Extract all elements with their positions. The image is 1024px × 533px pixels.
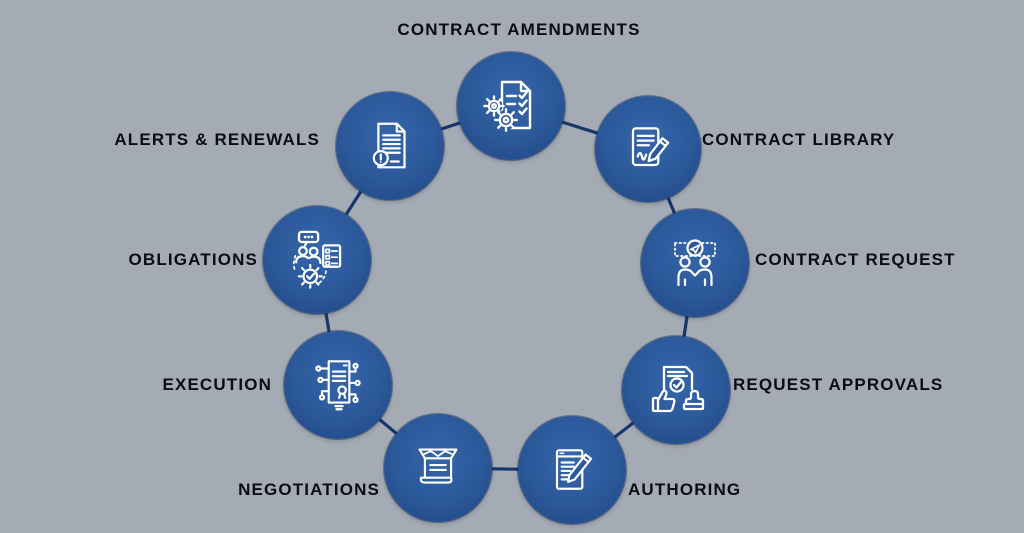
node-contract-request bbox=[641, 209, 749, 317]
signed-contract-pencil-icon bbox=[618, 119, 678, 179]
node-label-obligations: OBLIGATIONS bbox=[128, 250, 258, 269]
node-label-contract-library: CONTRACT LIBRARY bbox=[702, 130, 896, 149]
document-alert-icon bbox=[359, 115, 421, 177]
node-authoring bbox=[518, 416, 626, 524]
handshake-request-send-icon bbox=[663, 231, 727, 295]
document-editing-pencil-icon bbox=[542, 440, 602, 500]
node-label-alerts-renewals: ALERTS & RENEWALS bbox=[114, 130, 320, 149]
team-checklist-gear-icon bbox=[281, 224, 353, 296]
node-request-approvals bbox=[622, 336, 730, 444]
node-contract-amendments bbox=[457, 52, 565, 160]
node-alerts-renewals bbox=[336, 92, 444, 200]
node-label-request-approvals: REQUEST APPROVALS bbox=[733, 375, 944, 394]
approval-stamp-thumbsup-icon bbox=[644, 358, 708, 422]
node-label-contract-request: CONTRACT REQUEST bbox=[755, 250, 956, 269]
node-obligations bbox=[263, 206, 371, 314]
handshake-scroll-icon bbox=[407, 437, 469, 499]
document-gears-checklist-icon bbox=[479, 74, 543, 138]
node-contract-library bbox=[595, 96, 701, 202]
digital-certificate-icon bbox=[305, 352, 371, 418]
node-label-negotiations: NEGOTIATIONS bbox=[238, 480, 380, 499]
node-label-authoring: AUTHORING bbox=[628, 480, 742, 499]
node-execution bbox=[284, 331, 392, 439]
node-label-execution: EXECUTION bbox=[162, 375, 272, 394]
node-negotiations bbox=[384, 414, 492, 522]
node-label-contract-amendments: CONTRACT AMENDMENTS bbox=[397, 20, 641, 39]
connector-ring bbox=[315, 104, 697, 472]
